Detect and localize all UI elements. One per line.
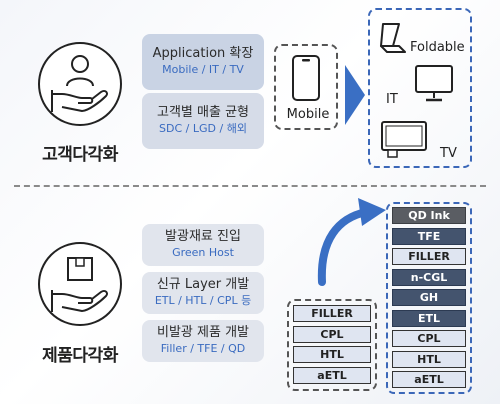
target-devices-box xyxy=(368,8,472,168)
pill-title: 신규 Layer 개발 xyxy=(156,277,250,293)
pill-customer-balance: 고객별 매출 균형 SDC / LGD / 해외 xyxy=(142,93,264,149)
customer-icon-circle xyxy=(38,42,122,126)
current-stack-box xyxy=(287,299,377,391)
mobile-label: Mobile xyxy=(286,107,330,122)
pill-emissive-entry: 발광재료 진입 Green Host xyxy=(142,224,264,266)
layer-tfe: TFE xyxy=(392,227,466,245)
tv-icon xyxy=(381,121,427,158)
layer-htl: HTL xyxy=(392,350,466,368)
pill-sub: SDC / LGD / 해외 xyxy=(159,122,247,136)
curved-up-arrow xyxy=(317,198,386,286)
section-divider xyxy=(14,185,486,187)
pill-title: 발광재료 진입 xyxy=(165,229,241,245)
layer-etl: ETL xyxy=(392,309,466,327)
foldable-icon xyxy=(380,23,406,53)
it-label: IT xyxy=(386,92,398,107)
pill-sub: Filler / TFE / QD xyxy=(160,342,246,356)
monitor-icon xyxy=(415,65,453,102)
layer-aetl: aETL xyxy=(293,366,371,384)
pill-title: Application 확장 xyxy=(152,46,254,62)
hand-box-icon xyxy=(51,257,109,312)
layer-filler: FILLER xyxy=(293,305,371,322)
layer-qd-ink: QD Ink xyxy=(392,207,466,224)
layer-cpl: CPL xyxy=(293,325,371,343)
foldable-label: Foldable xyxy=(410,40,465,55)
section-label-product: 제품다각화 xyxy=(42,346,118,366)
tv-label: TV xyxy=(440,146,457,161)
product-icon-circle xyxy=(38,242,122,326)
source-device-box xyxy=(274,44,338,130)
smartphone-icon xyxy=(292,55,320,101)
pill-title: 고객별 매출 균형 xyxy=(157,105,249,121)
layer-htl: HTL xyxy=(293,346,371,363)
layer-n-cgl: n-CGL xyxy=(392,268,466,286)
future-stack-box xyxy=(386,202,472,394)
right-chevron-arrow xyxy=(345,65,365,125)
pill-sub: ETL / HTL / CPL 등 xyxy=(154,294,252,308)
layer-filler: FILLER xyxy=(392,248,466,265)
pill-application-expand: Application 확장 Mobile / IT / TV xyxy=(142,34,264,90)
hand-person-icon xyxy=(51,55,109,112)
pill-non-emissive: 비발광 제품 개발 Filler / TFE / QD xyxy=(142,320,264,362)
pill-title: 비발광 제품 개발 xyxy=(157,325,249,341)
layer-cpl: CPL xyxy=(392,330,466,347)
pill-sub: Green Host xyxy=(172,246,234,260)
pill-new-layer: 신규 Layer 개발 ETL / HTL / CPL 등 xyxy=(142,272,264,314)
section-label-customer: 고객다각화 xyxy=(42,145,118,165)
layer-gh: GH xyxy=(392,289,466,306)
layer-aetl: aETL xyxy=(392,371,466,388)
pill-sub: Mobile / IT / TV xyxy=(162,63,244,77)
